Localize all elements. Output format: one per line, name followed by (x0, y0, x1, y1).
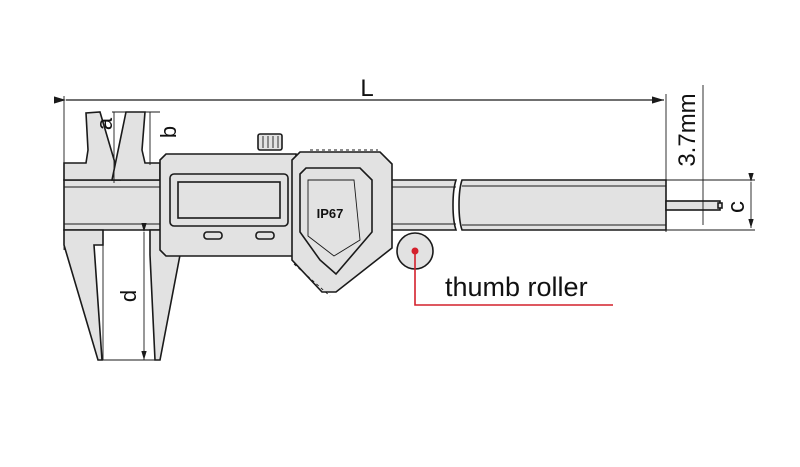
thumb-roller: thumb roller (396, 232, 613, 306)
b-label: b (156, 126, 181, 138)
thumb-roller-label: thumb roller (445, 272, 588, 302)
callout-line (414, 251, 613, 306)
a-label: a (92, 117, 117, 130)
lcd-screen (177, 181, 281, 219)
battery-housing: IP67 (291, 149, 393, 297)
depth-rod-width-label: 3.7mm (674, 93, 701, 166)
d-label: d (116, 290, 141, 302)
c-label: c (723, 201, 750, 213)
slider-body (159, 133, 297, 257)
display-button-right[interactable] (255, 231, 275, 240)
length-label: L (360, 75, 373, 102)
depth-rod: 3.7mm c (665, 85, 755, 231)
ip-rating-label: IP67 (317, 206, 344, 221)
fixed-jaw (63, 111, 201, 361)
display-button-left[interactable] (203, 231, 223, 240)
jaw-dimensions: a b d (92, 111, 181, 360)
lock-screw-icon (257, 133, 283, 151)
